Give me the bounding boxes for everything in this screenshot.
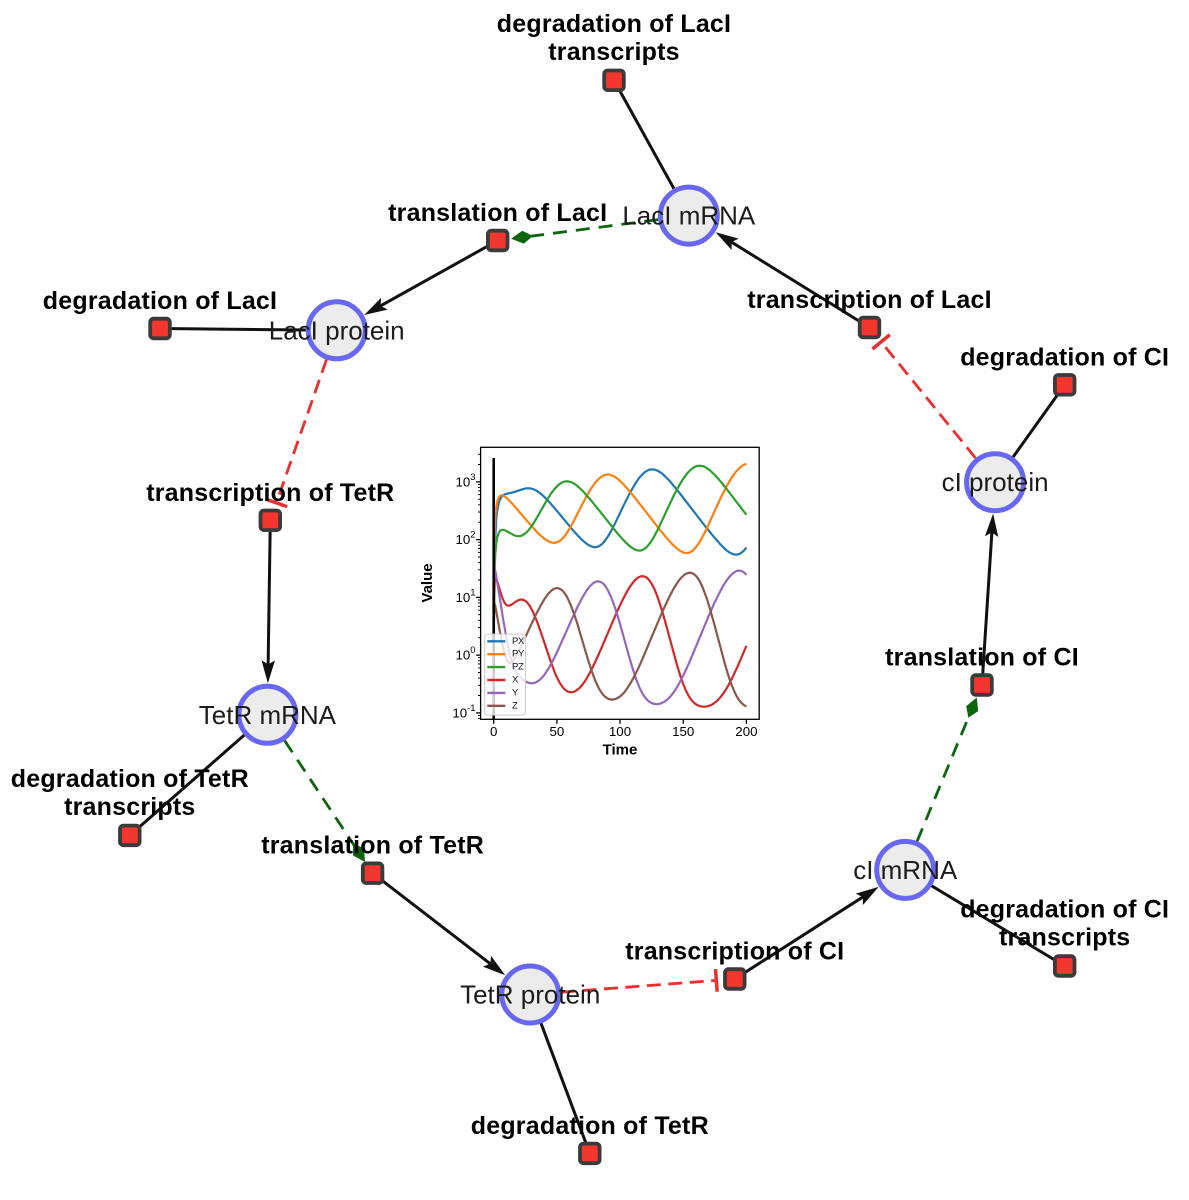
svg-text:Time: Time [603, 741, 638, 758]
svg-text:degradation of LacI: degradation of LacI [497, 10, 731, 38]
svg-text:translation of TetR: translation of TetR [261, 832, 484, 860]
svg-text:200: 200 [735, 724, 757, 739]
svg-text:Value: Value [419, 563, 436, 602]
svg-text:degradation of TetR: degradation of TetR [471, 1112, 709, 1140]
svg-text:degradation of CI: degradation of CI [960, 343, 1169, 371]
svg-text:0: 0 [490, 724, 497, 739]
svg-text:degradation of CI: degradation of CI [960, 896, 1169, 924]
svg-text:transcription of TetR: transcription of TetR [146, 479, 394, 507]
svg-text:150: 150 [672, 724, 694, 739]
svg-text:TetR mRNA: TetR mRNA [199, 700, 337, 730]
svg-text:PY: PY [512, 649, 525, 660]
svg-text:Z: Z [512, 700, 518, 711]
svg-text:transcripts: transcripts [64, 793, 195, 821]
svg-text:cI mRNA: cI mRNA [853, 855, 958, 885]
svg-text:PX: PX [512, 636, 525, 647]
svg-text:PZ: PZ [512, 662, 524, 673]
svg-text:degradation of LacI: degradation of LacI [43, 287, 277, 315]
svg-text:TetR protein: TetR protein [460, 980, 600, 1010]
svg-text:transcripts: transcripts [999, 924, 1130, 952]
svg-text:LacI mRNA: LacI mRNA [622, 201, 756, 231]
svg-text:translation of LacI: translation of LacI [388, 199, 607, 227]
svg-text:degradation of TetR: degradation of TetR [11, 765, 249, 793]
svg-text:X: X [512, 675, 519, 686]
svg-text:transcription of CI: transcription of CI [625, 938, 844, 966]
svg-text:Y: Y [512, 687, 519, 698]
svg-text:50: 50 [550, 724, 565, 739]
svg-text:10-1: 10-1 [452, 702, 475, 720]
svg-text:cI protein: cI protein [942, 467, 1049, 497]
svg-text:100: 100 [456, 645, 476, 663]
svg-text:LacI protein: LacI protein [269, 315, 405, 345]
svg-text:transcripts: transcripts [548, 38, 679, 66]
svg-text:translation of CI: translation of CI [885, 644, 1079, 672]
svg-text:100: 100 [609, 724, 631, 739]
svg-text:103: 103 [456, 471, 476, 489]
svg-text:101: 101 [456, 587, 476, 605]
svg-text:102: 102 [456, 529, 476, 547]
svg-text:transcription of LacI: transcription of LacI [747, 286, 992, 314]
